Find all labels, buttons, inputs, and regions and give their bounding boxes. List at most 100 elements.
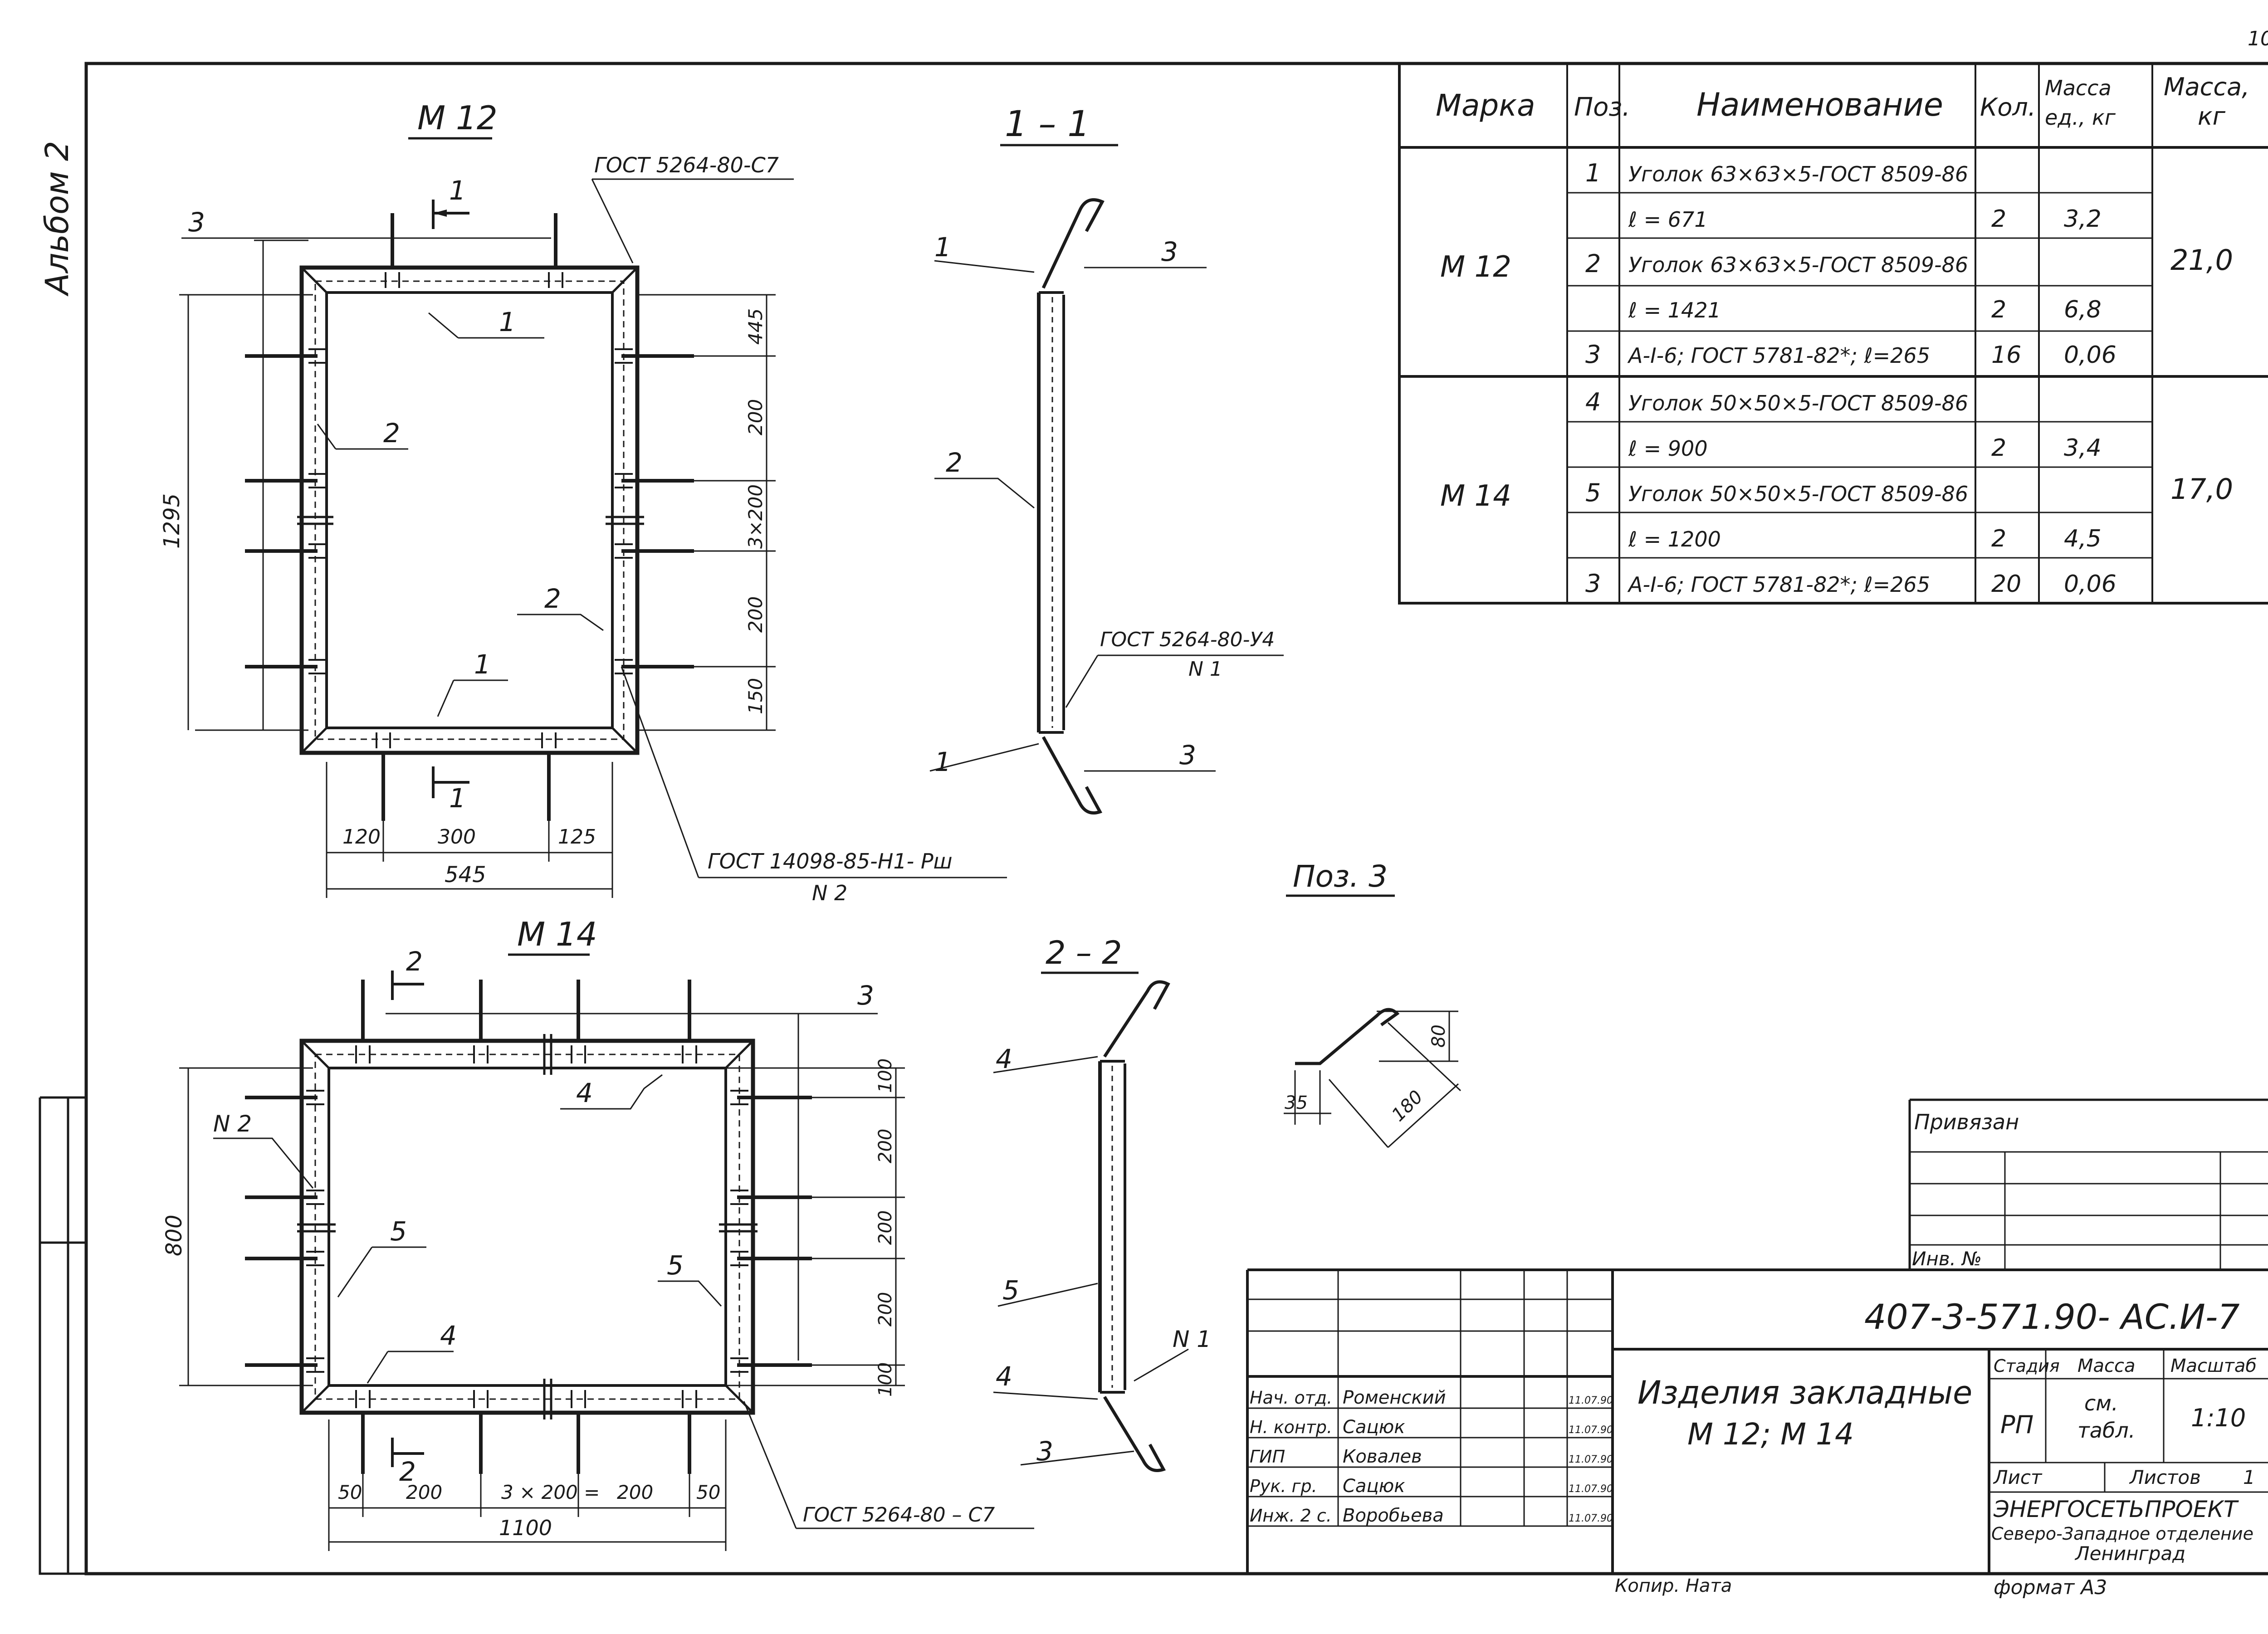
signer-date: 11.07.90: [1569, 1395, 1613, 1406]
spec-qty: 2: [1991, 205, 2006, 233]
dim-m14-800: 800: [161, 1215, 187, 1256]
binding-box: Привязан Инв. №: [1908, 1098, 2268, 1270]
spec-name: А-I-6; ГОСТ 5781-82*; ℓ=265: [1627, 343, 1930, 368]
m14-callout-3: 3: [857, 980, 874, 1011]
spec-name: Уголок 63×63×5-ГОСТ 8509-86: [1628, 253, 1968, 277]
spec-name: ℓ = 1200: [1628, 527, 1721, 551]
signer-name: Сацюк: [1343, 1417, 1405, 1438]
s11-callout-3-top: 3: [1161, 236, 1178, 267]
m14-cut-2-bottom: 2: [399, 1456, 416, 1487]
spec-header-pos: Поз.: [1574, 93, 1630, 122]
spec-pos: 3: [1585, 340, 1601, 369]
m14-cut-2-top: 2: [406, 946, 423, 977]
spec-name: ℓ = 900: [1628, 436, 1708, 461]
spec-qty: 16: [1991, 341, 2021, 369]
spec-header-mass-total: Масса,: [2164, 73, 2249, 101]
title-scale-value: 1:10: [2191, 1404, 2246, 1432]
dim-m14-200c: 200: [875, 1292, 896, 1327]
page-number: 10: [2248, 27, 2268, 50]
s22-callout-4-bottom: 4: [996, 1361, 1012, 1392]
title-name-line2: М 12; М 14: [1687, 1417, 1854, 1452]
spec-mass: 0,06: [2064, 571, 2116, 598]
title-scale-label: Масштаб: [2170, 1356, 2257, 1376]
signer-role: ГИП: [1250, 1447, 1285, 1467]
dim-m14-50a: 50: [338, 1481, 362, 1503]
dim-m14-1100: 1100: [499, 1516, 552, 1540]
inv-label: Инв. №: [1912, 1248, 1982, 1270]
dim-m14-100b: 100: [875, 1362, 896, 1397]
m12-callout-1-bottom: 1: [474, 649, 491, 680]
spec-mass: 3,2: [2064, 205, 2102, 233]
spec-pos: 1: [1585, 159, 1601, 187]
spec-header-qty: Кол.: [1980, 93, 2036, 122]
detail-pos-3: Поз. 3 80 35 180: [1284, 859, 1461, 1148]
dim-m14-3x200: 3 × 200 =: [501, 1481, 600, 1503]
title-stage-label: Стадия: [1994, 1356, 2060, 1376]
m12-cut-1-bottom: 1: [449, 783, 466, 814]
dim-m14-100a: 100: [875, 1058, 896, 1093]
spec-qty: 2: [1991, 296, 2006, 323]
title-org-line3: Ленинград: [2074, 1542, 2185, 1565]
title-mass-label: Масса: [2077, 1356, 2136, 1376]
spec-mass: 4,5: [2064, 525, 2102, 552]
signer-date: 11.07.90: [1569, 1483, 1613, 1495]
s11-weld-u4: ГОСТ 5264-80-У4: [1100, 628, 1275, 651]
dim-m12-200a: 200: [744, 399, 767, 435]
dim-m14-200b-w: 200: [617, 1481, 653, 1503]
signer-role: Инж. 2 с.: [1250, 1506, 1332, 1526]
signer-date: 11.07.90: [1569, 1513, 1613, 1524]
m14-callout-4-top: 4: [576, 1078, 593, 1108]
m12-callout-1-top: 1: [499, 307, 516, 337]
m12-callout-2-right: 2: [544, 583, 561, 614]
m14-callout-5-left: 5: [390, 1216, 407, 1247]
dim-m12-150: 150: [744, 678, 767, 714]
spec-qty: 2: [1991, 525, 2006, 552]
m12-title: М 12: [417, 99, 498, 137]
s11-weld-u4-n1: N 1: [1188, 658, 1222, 681]
m14-callout-n2: N 2: [213, 1111, 252, 1137]
title-org-line2: Северо-Западное отделение: [1991, 1524, 2253, 1544]
m14-weld-c7: ГОСТ 5264-80 – С7: [803, 1503, 995, 1527]
title-code: 407-3-571.90- АС.И-7: [1864, 1297, 2240, 1337]
spec-name: Уголок 50×50×5-ГОСТ 8509-86: [1628, 482, 1968, 506]
spec-header-name: Наименование: [1696, 86, 1943, 123]
pos3-dim-180: 180: [1388, 1087, 1427, 1126]
spec-mass: 3,4: [2064, 434, 2102, 462]
dim-m12-1295: 1295: [159, 493, 185, 549]
dim-m12-125: 125: [558, 825, 596, 849]
dim-m12-200b: 200: [744, 596, 767, 633]
spec-table: Марка Поз. Наименование Кол. Масса ед., …: [1398, 63, 2268, 605]
spec-pos: 5: [1585, 478, 1601, 507]
title-block: 407-3-571.90- АС.И-7 Изделия закладные М…: [1246, 1268, 2268, 1574]
s11-callout-3-bottom: 3: [1179, 740, 1196, 771]
spec-pos: 2: [1585, 249, 1601, 278]
dim-m12-300: 300: [438, 825, 476, 849]
spec-mass: 6,8: [2064, 296, 2102, 323]
m12-weld-h1-n2: N 2: [812, 881, 847, 905]
s22-callout-4-top: 4: [996, 1044, 1012, 1074]
m14-title: М 14: [517, 915, 597, 953]
signer-role: Н. контр.: [1250, 1417, 1332, 1437]
pos3-dim-80: 80: [1428, 1024, 1449, 1048]
spec-pos: 3: [1585, 569, 1601, 598]
signer-role: Рук. гр.: [1250, 1476, 1317, 1496]
spec-header-mark: Марка: [1436, 88, 1535, 123]
spec-mass: 0,06: [2064, 341, 2116, 369]
m12-weld-h1: ГОСТ 14098-85-Н1- Рш: [708, 849, 953, 873]
title-stage-value: РП: [2000, 1410, 2033, 1439]
title-sheets-value: 1: [2243, 1466, 2255, 1488]
section-2-2: 2 – 2 4 5 N 1 4 3: [993, 934, 1211, 1472]
s22-callout-5: 5: [1002, 1275, 1019, 1306]
copied-by: Копир. Ната: [1615, 1575, 1732, 1596]
signer-name: Ковалев: [1343, 1446, 1422, 1467]
title-sheets-label: Листов: [2129, 1466, 2201, 1488]
title-name-line1: Изделия закладные: [1637, 1374, 1972, 1411]
dim-m12-445: 445: [744, 308, 767, 345]
binding-label: Привязан: [1914, 1110, 2019, 1134]
section-2-2-title: 2 – 2: [1046, 934, 1122, 971]
dim-m14-200a-w: 200: [406, 1481, 442, 1503]
signer-role: Нач. отд.: [1250, 1388, 1332, 1408]
